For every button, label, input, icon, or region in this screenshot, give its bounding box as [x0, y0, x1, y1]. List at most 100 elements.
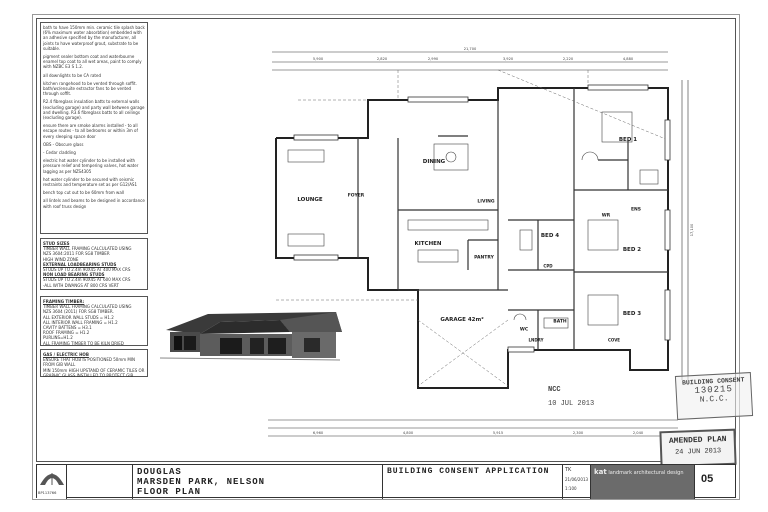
- amended-date: 24 JUN 2013: [674, 447, 722, 457]
- application-title: BUILDING CONSENT APPLICATION: [387, 467, 550, 476]
- framing-line: PURLINS=H1.2: [43, 335, 73, 341]
- stud-line: STUDS UP TO 2.4m 90X45 AT 400 MAX CRS: [43, 267, 131, 273]
- room-dining: DINING: [422, 159, 446, 165]
- project-name: DOUGLAS: [137, 467, 182, 477]
- application-cell: BUILDING CONSENT APPLICATION: [383, 465, 563, 499]
- drawing-scale: 1:100: [565, 486, 577, 491]
- logo-cell: BP113766: [37, 465, 67, 499]
- title-block: BP113766 DOUGLAS MARSDEN PARK, NELSON FL…: [36, 464, 737, 499]
- floor-plan: LOUNGE FOYER DINING LIVING KITCHEN PANTR…: [258, 40, 698, 440]
- room-bed-3: BED 3: [622, 311, 642, 317]
- framing-line: ALL FRAMING TIMBER TO BE KILN DRIED: [43, 340, 124, 346]
- gas-line: MIN 150mm HIGH UPSTAND OF CERAMIC TILES …: [43, 367, 145, 378]
- dim-top: 2,990: [427, 57, 439, 61]
- dim-bottom: 5,915: [492, 431, 504, 435]
- dim-top: 2,220: [562, 57, 574, 61]
- note-1: bath to have 150mm min. ceramic tile spl…: [43, 25, 145, 51]
- framing-timber-box: FRAMING TIMBER: TIMBER WALL FRAMING CALC…: [40, 296, 148, 346]
- dim-top: 3,920: [502, 57, 514, 61]
- room-ensuite: ENS: [630, 207, 642, 213]
- dim-side: 17,100: [690, 223, 694, 237]
- logo-number: BP113766: [38, 491, 57, 495]
- drawing-date: 21/06/2013: [565, 477, 589, 482]
- room-bed-4: BED 4: [540, 233, 560, 239]
- dim-top: 5,900: [312, 57, 324, 61]
- framing-line: ROOF FRAMING = H1.2: [43, 330, 90, 336]
- stud-line: NZS 3604:2011 FOR SG8 TIMBER: [43, 251, 110, 257]
- gas-title: GAS / ELECTRIC HOB: [43, 352, 89, 357]
- room-bed-1: BED 1: [618, 137, 638, 143]
- company-name: landmark architectural design: [608, 470, 684, 476]
- room-wc: WC: [519, 327, 529, 333]
- note-4: kitchen rangehood to be vented through s…: [43, 80, 137, 97]
- stud-line: -ALL WITH DWANGS AT 800 CRS VERT: [43, 282, 119, 288]
- room-foyer: FOYER: [347, 193, 365, 199]
- dim-bottom: 2,300: [572, 431, 584, 435]
- note-3: all downlights to be CA rated: [43, 72, 101, 78]
- room-bed-2: BED 2: [622, 247, 642, 253]
- framing-line: ALL EXTERIOR WALL STUDS = H1.2: [43, 314, 114, 320]
- project-location: MARSDEN PARK, NELSON: [137, 477, 266, 487]
- ncc-date: 10 JUL 2013: [548, 400, 595, 408]
- project-cell: DOUGLAS MARSDEN PARK, NELSON FLOOR PLAN: [133, 465, 383, 499]
- dim-overall: 21,700: [463, 47, 477, 51]
- framing-line: NZS 3604 (2011) FOR SG8 TIMBER.: [43, 309, 114, 315]
- revision-cell: [67, 465, 133, 499]
- building-consent-stamp: BUILDING CONSENT 130215 N.C.C.: [674, 372, 754, 420]
- drawn-cell: TK 21/06/2013 1:100: [563, 465, 591, 499]
- floor-plan-drawing: [268, 51, 689, 437]
- note-6: ensure there are smoke alarms installed …: [43, 123, 138, 139]
- amended-plan-stamp: AMENDED PLAN 24 JUN 2013: [659, 428, 737, 468]
- framing-title: FRAMING TIMBER:: [43, 299, 85, 304]
- stud-line: EXTERNAL LOADBEARING STUDS: [43, 261, 117, 267]
- drawing-sheet: [32, 14, 740, 500]
- dim-bottom: 4,800: [402, 431, 414, 435]
- room-bath: BATH: [553, 319, 567, 325]
- room-cupboard: CPD: [543, 263, 553, 269]
- ncc-date-stamp: NCC 10 JUL 2013: [548, 386, 594, 408]
- framing-line: TIMBER WALL FRAMING CALCULATED USING: [43, 304, 132, 310]
- company-tag: kat: [594, 468, 607, 476]
- note-12: all lintels and beams to be designed in …: [43, 198, 145, 209]
- stud-line: TIMBER WALL FRAMING CALCULATED USING: [43, 246, 132, 252]
- dim-bottom: 6,960: [312, 431, 324, 435]
- room-pantry: PANTRY: [474, 255, 494, 261]
- house-3d-render: [159, 308, 342, 368]
- note-2: pigment sealer bottom coat and waterbour…: [43, 54, 142, 70]
- room-cove: COVE: [607, 337, 621, 343]
- stud-sizes-box: STUD SIZES TIMBER WALL FRAMING CALCULATE…: [40, 238, 148, 290]
- stud-sizes-title: STUD SIZES: [43, 241, 70, 246]
- dim-top: 2,820: [376, 57, 388, 61]
- dim-top: 4,880: [622, 57, 634, 61]
- note-8: - Cedar cladding: [43, 150, 76, 156]
- note-7: OBS - Obscure glass: [43, 141, 84, 147]
- drawn-by: TK: [565, 467, 572, 473]
- room-lounge: LOUNGE: [297, 197, 323, 203]
- note-5: R2.4 fibreglass insulation batts to exte…: [43, 99, 145, 121]
- notes-column: bath to have 150mm min. ceramic tile spl…: [40, 22, 152, 462]
- note-11: bench top cut out to be 60mm from wall: [43, 190, 125, 196]
- room-kitchen: KITCHEN: [414, 241, 442, 247]
- company-cell: kat landmark architectural design: [591, 465, 695, 499]
- sheet-number-cell: 05: [695, 465, 737, 499]
- bp-logo-icon: [40, 473, 64, 485]
- amended-title: AMENDED PLAN: [668, 435, 727, 447]
- gas-hob-box: GAS / ELECTRIC HOB ENSURE THAT HOB IS PO…: [40, 349, 148, 378]
- note-10: hot water cylinder to be secured with se…: [43, 176, 138, 188]
- sheet-number: 05: [701, 473, 714, 485]
- general-notes: bath to have 150mm min. ceramic tile spl…: [40, 22, 148, 234]
- dim-bottom: 2,040: [632, 431, 644, 435]
- room-laundry: LNDRY: [528, 337, 544, 343]
- note-9: electric hot water cylinder to be instal…: [43, 158, 139, 174]
- stud-line: NON LOAD BEARING STUDS: [43, 272, 105, 278]
- framing-line: ALL INTERIOR WALL FRAMING = H1.2: [43, 319, 118, 325]
- room-garage: GARAGE 42m²: [440, 317, 484, 323]
- drawing-frame: [36, 18, 736, 462]
- room-wardrobe: WR: [601, 213, 611, 219]
- gas-line: ENSURE THAT HOB IS POSITIONED 50mm MIN F…: [43, 357, 136, 368]
- room-living: LIVING: [477, 199, 495, 205]
- stud-line: HIGH WIND ZONE: [43, 256, 79, 262]
- ncc-label: NCC: [548, 386, 561, 394]
- framing-line: CAVITY BATTENS = H3.1: [43, 325, 92, 331]
- sheet-title: FLOOR PLAN: [137, 487, 202, 497]
